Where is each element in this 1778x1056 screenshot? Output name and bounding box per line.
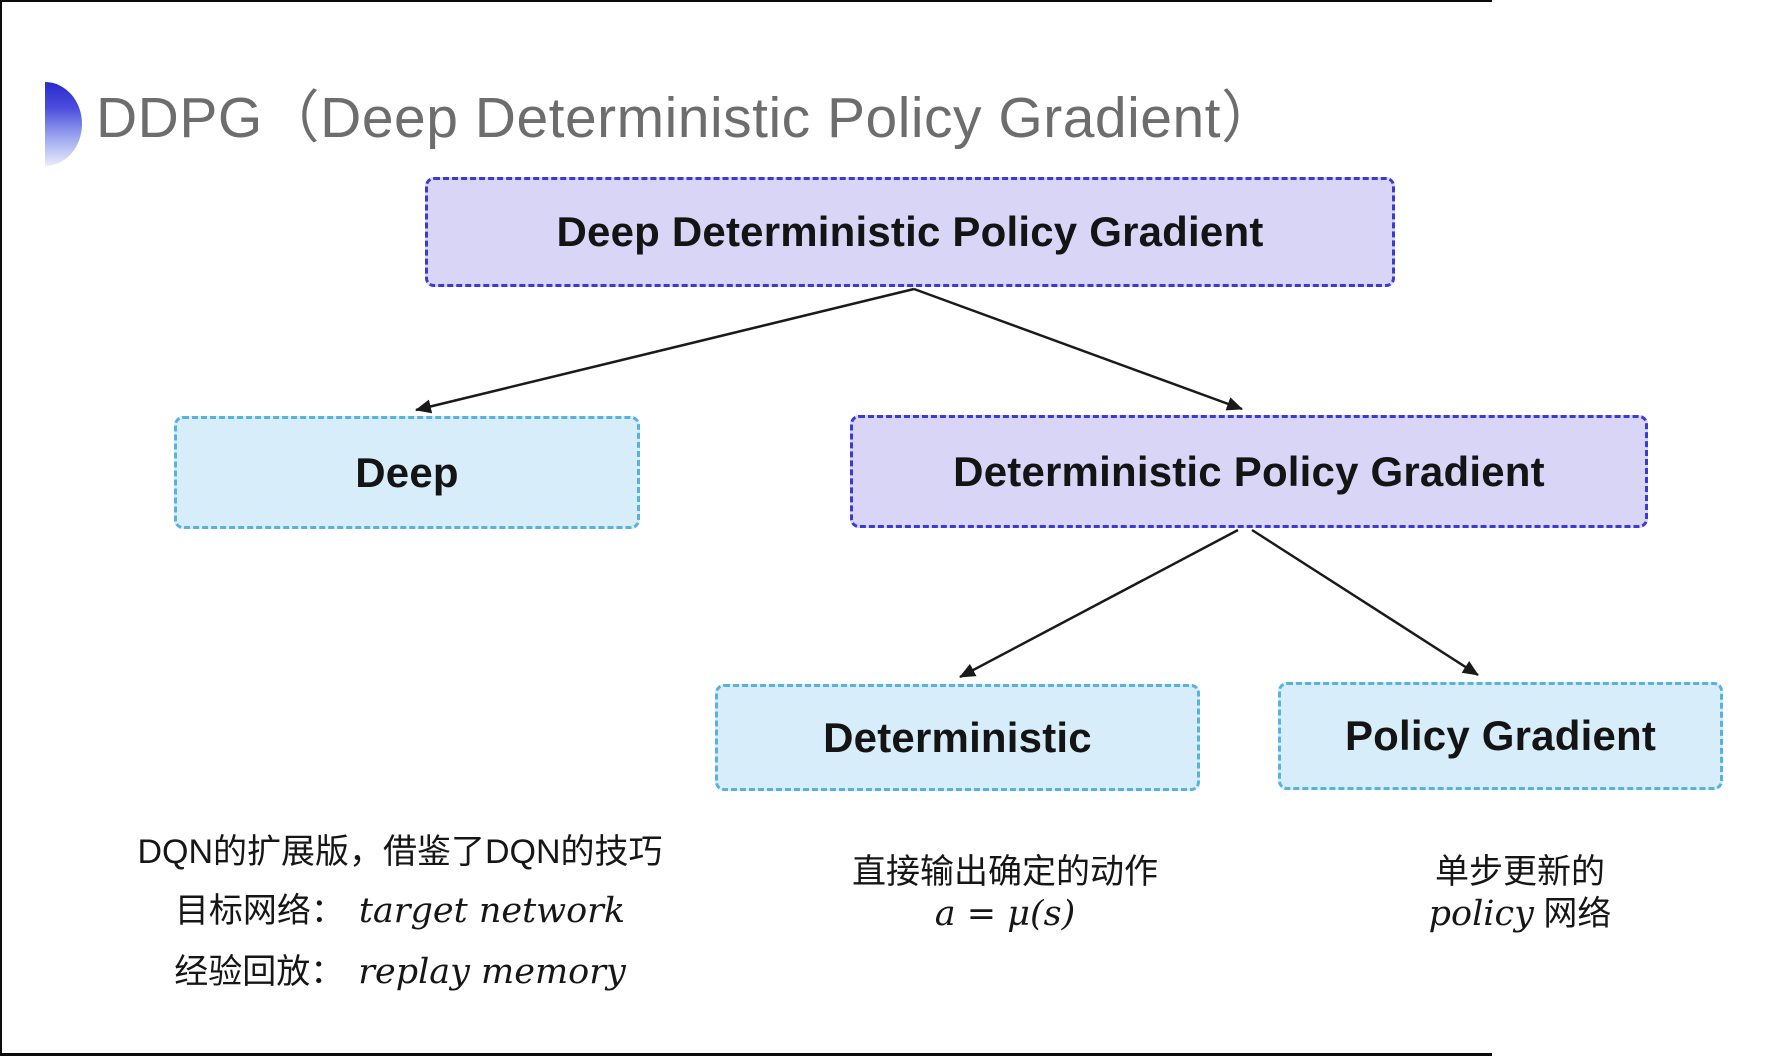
node-deep: Deep [174, 416, 640, 529]
deep-note-replay: 经验回放： replay memory [120, 952, 680, 992]
node-policy-gradient-label: Policy Gradient [1344, 712, 1657, 759]
node-deep-label: Deep [355, 448, 459, 496]
policy-word-en: policy [1428, 894, 1534, 934]
node-deterministic-policy-gradient: Deterministic Policy Gradient [850, 415, 1648, 528]
node-dpg-label: Deterministic Policy Gradient [953, 447, 1545, 495]
target-network-label-zh: 目标网络： [174, 892, 345, 930]
frame-bottom-line [0, 1053, 1492, 1056]
arrow-dpg-to-policy-gradient [1251, 528, 1479, 677]
replay-memory-label-zh: 经验回放： [174, 953, 345, 991]
frame-top-line [0, 0, 1492, 2]
arrow-root-to-dpg [913, 287, 1243, 411]
frame-left-line [0, 0, 2, 1056]
replay-memory-label-en: replay memory [358, 952, 626, 992]
deterministic-note-line1: 直接输出确定的动作 [852, 853, 1158, 891]
node-deterministic-label: Deterministic [823, 713, 1092, 761]
policy-note-line1: 单步更新的 [1435, 853, 1605, 891]
arrow-dpg-to-deterministic [959, 528, 1239, 679]
formula-text: a = μ(s) [934, 894, 1076, 934]
node-deterministic: Deterministic [715, 684, 1200, 791]
deep-note-target: 目标网络： target network [120, 891, 680, 931]
policy-note-line2: policy 网络 [1325, 894, 1715, 934]
node-root-label: Deep Deterministic Policy Gradient [556, 208, 1264, 255]
node-policy-gradient: Policy Gradient [1278, 682, 1723, 790]
target-network-label-en: target network [358, 891, 626, 931]
title-bullet-icon [45, 82, 82, 166]
policy-word-zh: 网络 [1533, 895, 1612, 933]
deterministic-note-formula: a = μ(s) [815, 894, 1195, 934]
node-root: Deep Deterministic Policy Gradient [425, 177, 1395, 287]
page-title: DDPG（Deep Deterministic Policy Gradient） [96, 86, 1279, 150]
arrow-root-to-deep [415, 287, 915, 414]
deep-note-line1: DQN的扩展版，借鉴了DQN的技巧 [137, 833, 663, 871]
